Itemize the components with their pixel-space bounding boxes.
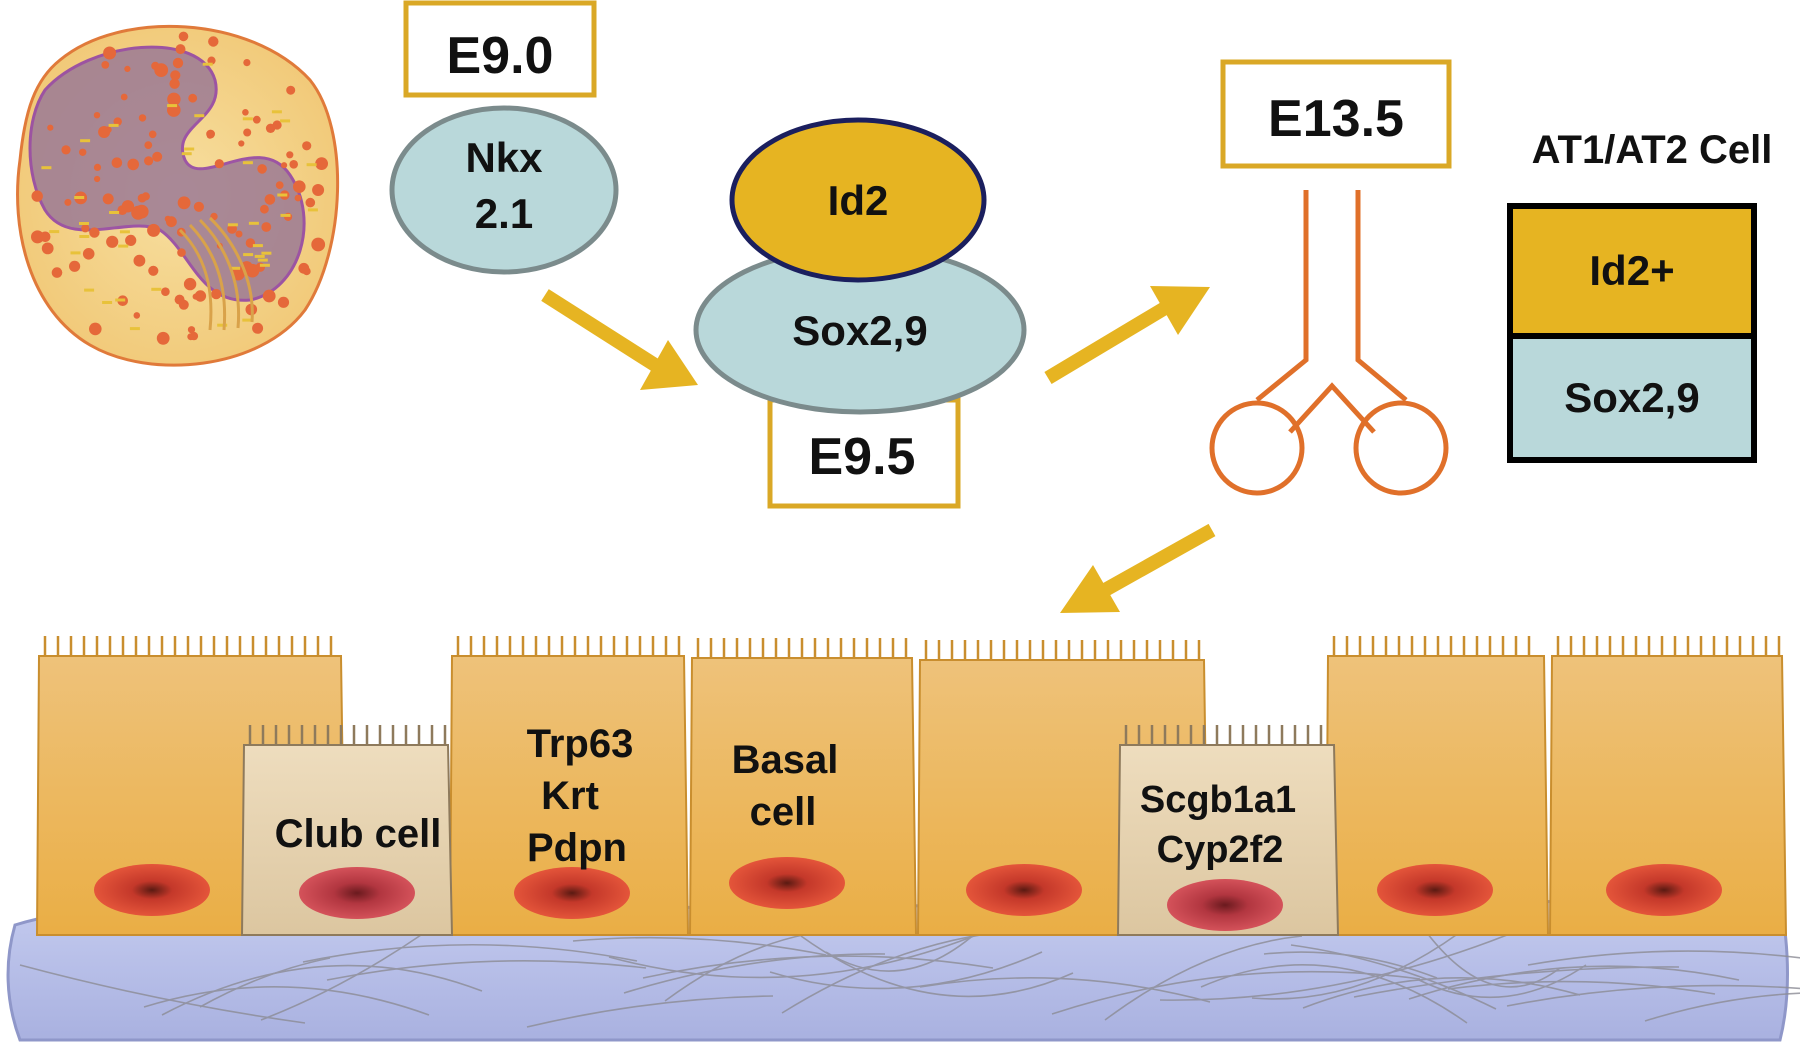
nucleus (1377, 864, 1493, 916)
marker-cyp2f2: Cyp2f2 (1157, 829, 1284, 871)
nkx21-label-line1: Nkx (465, 134, 543, 181)
nucleus (514, 867, 630, 919)
stage-label-e90: E9.0 (447, 27, 554, 85)
club-cell (240, 725, 454, 936)
stage-label-e135: E13.5 (1268, 90, 1404, 148)
flow-arrow-icon (1060, 523, 1216, 613)
ciliated-cell (1548, 636, 1788, 936)
nucleus (966, 864, 1082, 916)
basal-cell-label-line1: Basal (732, 738, 839, 782)
marker-trp63: Trp63 (527, 722, 634, 766)
legend-id2-label: Id2+ (1589, 247, 1674, 294)
flow-arrow-icon (541, 289, 698, 390)
lung-bronchi-icon (1209, 190, 1449, 496)
nkx21-label-line2: 2.1 (475, 190, 533, 237)
ciliated-cell (1324, 636, 1550, 936)
club-cell (1116, 725, 1340, 936)
basal-cell-label-line2: cell (750, 790, 817, 834)
flow-arrow-icon (1044, 286, 1210, 385)
legend-sox29-box (1507, 333, 1757, 463)
stage-label-e95: E9.5 (809, 428, 916, 486)
club-cell-label: Club cell (275, 812, 442, 856)
stage-box-e95 (767, 397, 961, 509)
nucleus (729, 857, 845, 909)
marker-pdpn: Pdpn (527, 826, 627, 870)
nucleus (299, 867, 415, 919)
nucleus (1167, 879, 1283, 931)
marker-scgb1a1: Scgb1a1 (1140, 779, 1296, 821)
nkx21-ellipse (389, 105, 619, 275)
stage-box-e90 (403, 0, 597, 98)
nucleus (94, 864, 210, 916)
legend-title: AT1/AT2 Cell (1532, 128, 1773, 172)
stem-cell-icon (16, 24, 340, 367)
ciliated-cell (688, 638, 918, 936)
nucleus (1606, 864, 1722, 916)
marker-krt: Krt (541, 774, 599, 818)
sox29-label: Sox2,9 (792, 307, 927, 354)
id2-label: Id2 (828, 177, 889, 224)
epithelium (6, 636, 1800, 1042)
legend-sox29-label: Sox2,9 (1564, 374, 1699, 421)
stage-box-e135 (1220, 59, 1452, 169)
id2-ellipse (729, 117, 987, 283)
